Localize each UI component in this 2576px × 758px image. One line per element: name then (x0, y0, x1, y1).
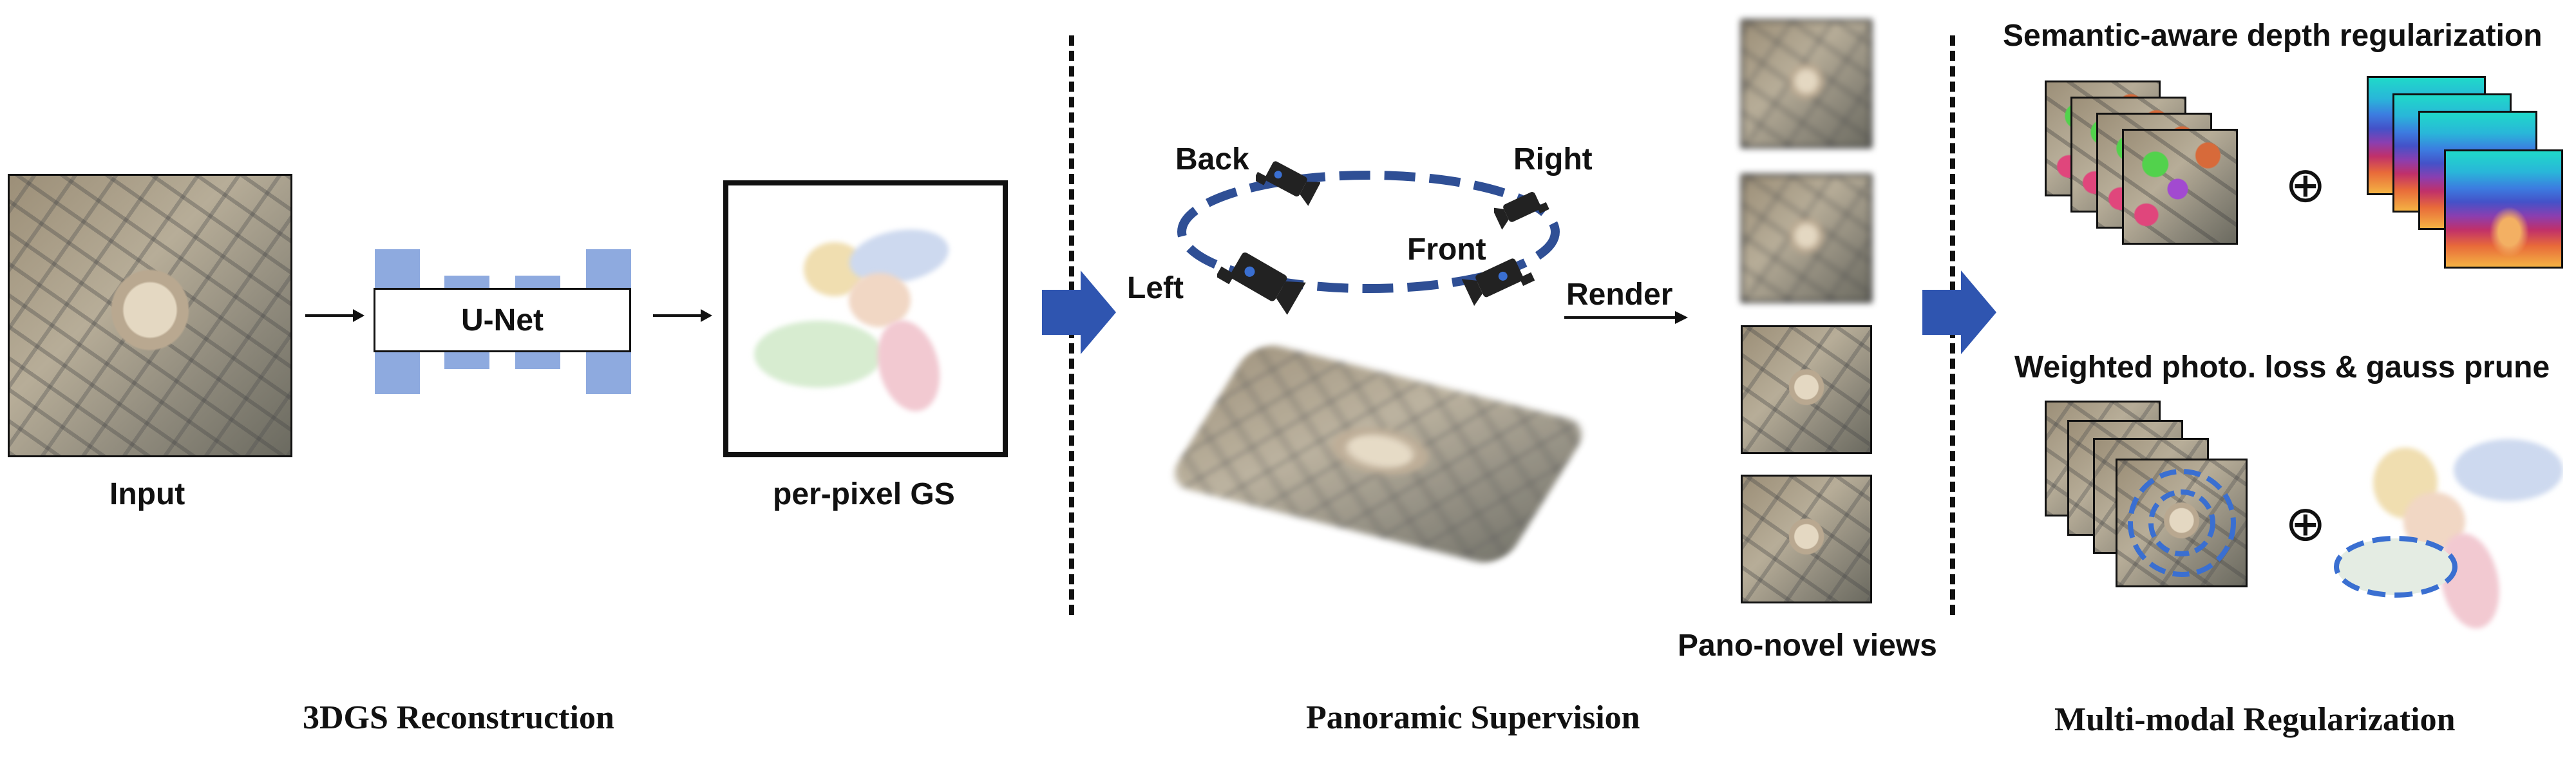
reconstructed-scene (1164, 340, 1592, 568)
gaussian-peach (849, 273, 911, 327)
pruned-gaussians (2334, 439, 2563, 629)
right-arrow-icon (1922, 270, 1996, 354)
input-arrow (305, 309, 365, 322)
novel-view-1 (1741, 19, 1872, 148)
oplus-symbol: ⊕ (2285, 495, 2326, 552)
unet-arrow (653, 309, 712, 322)
novel-view-4 (1741, 475, 1872, 603)
gaussian-yellow (804, 242, 866, 296)
unet-label: U-Net (461, 303, 544, 337)
left-label: Left (1127, 271, 1184, 305)
camera-orbit (1177, 171, 1560, 293)
unet-box: U-Net (374, 288, 631, 352)
front-label: Front (1407, 232, 1486, 267)
camera-icon (1256, 161, 1320, 206)
weight-rings (2128, 469, 2236, 577)
per-pixel-gs-box (723, 180, 1008, 457)
gaussians-illustration (754, 229, 949, 412)
camera-icon (1462, 258, 1535, 307)
novel-view-3 (1741, 325, 1872, 454)
input-label: Input (109, 477, 185, 511)
weighted-photo (2116, 459, 2248, 587)
per-pixel-gs-label: per-pixel GS (773, 477, 955, 511)
oplus-symbol: ⊕ (2285, 156, 2326, 213)
section-title-regularization: Multi-modal Regularization (2054, 701, 2456, 738)
back-label: Back (1175, 142, 1249, 176)
render-label: Render (1566, 278, 1673, 312)
semantic-map (2122, 129, 2238, 245)
weighted-loss-title: Weighted photo. loss & gauss prune (2014, 350, 2550, 384)
gaussian-pink (877, 320, 940, 412)
gaussian-blue (849, 229, 949, 283)
pano-novel-views-label: Pano-novel views (1678, 629, 1937, 663)
section-title-reconstruction: 3DGS Reconstruction (303, 699, 614, 736)
gaussian-green (754, 321, 883, 388)
camera-icon (1494, 192, 1549, 230)
section-title-panoramic: Panoramic Supervision (1306, 699, 1640, 736)
render-arrow (1564, 311, 1688, 324)
camera-icon (1217, 252, 1306, 315)
depth-map (2444, 149, 2563, 269)
right-label: Right (1513, 142, 1593, 176)
semantic-depth-title: Semantic-aware depth regularization (2003, 19, 2543, 53)
input-image (8, 174, 292, 457)
right-arrow-icon (1042, 270, 1116, 354)
novel-view-2 (1741, 174, 1872, 303)
